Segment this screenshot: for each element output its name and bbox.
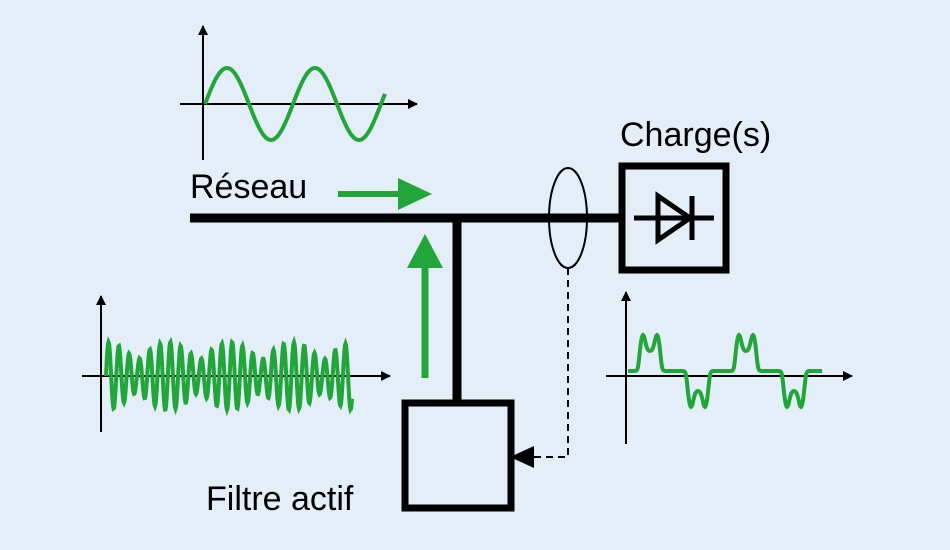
filter-current-waveform	[82, 295, 391, 432]
load-box	[618, 162, 730, 274]
filter-flow-arrow	[407, 234, 443, 378]
active-filter-label: Filtre actif	[206, 480, 354, 518]
network-flow-arrow	[338, 178, 432, 210]
diode-icon	[634, 191, 714, 245]
measurement-dashed-line	[522, 268, 569, 458]
load-current-waveform	[606, 291, 853, 444]
measurement-arrowhead	[510, 446, 534, 468]
network-label: Réseau	[190, 168, 307, 206]
load-label: Charge(s)	[620, 116, 771, 154]
active-filter-box	[401, 399, 515, 512]
network-voltage-waveform	[180, 25, 418, 160]
